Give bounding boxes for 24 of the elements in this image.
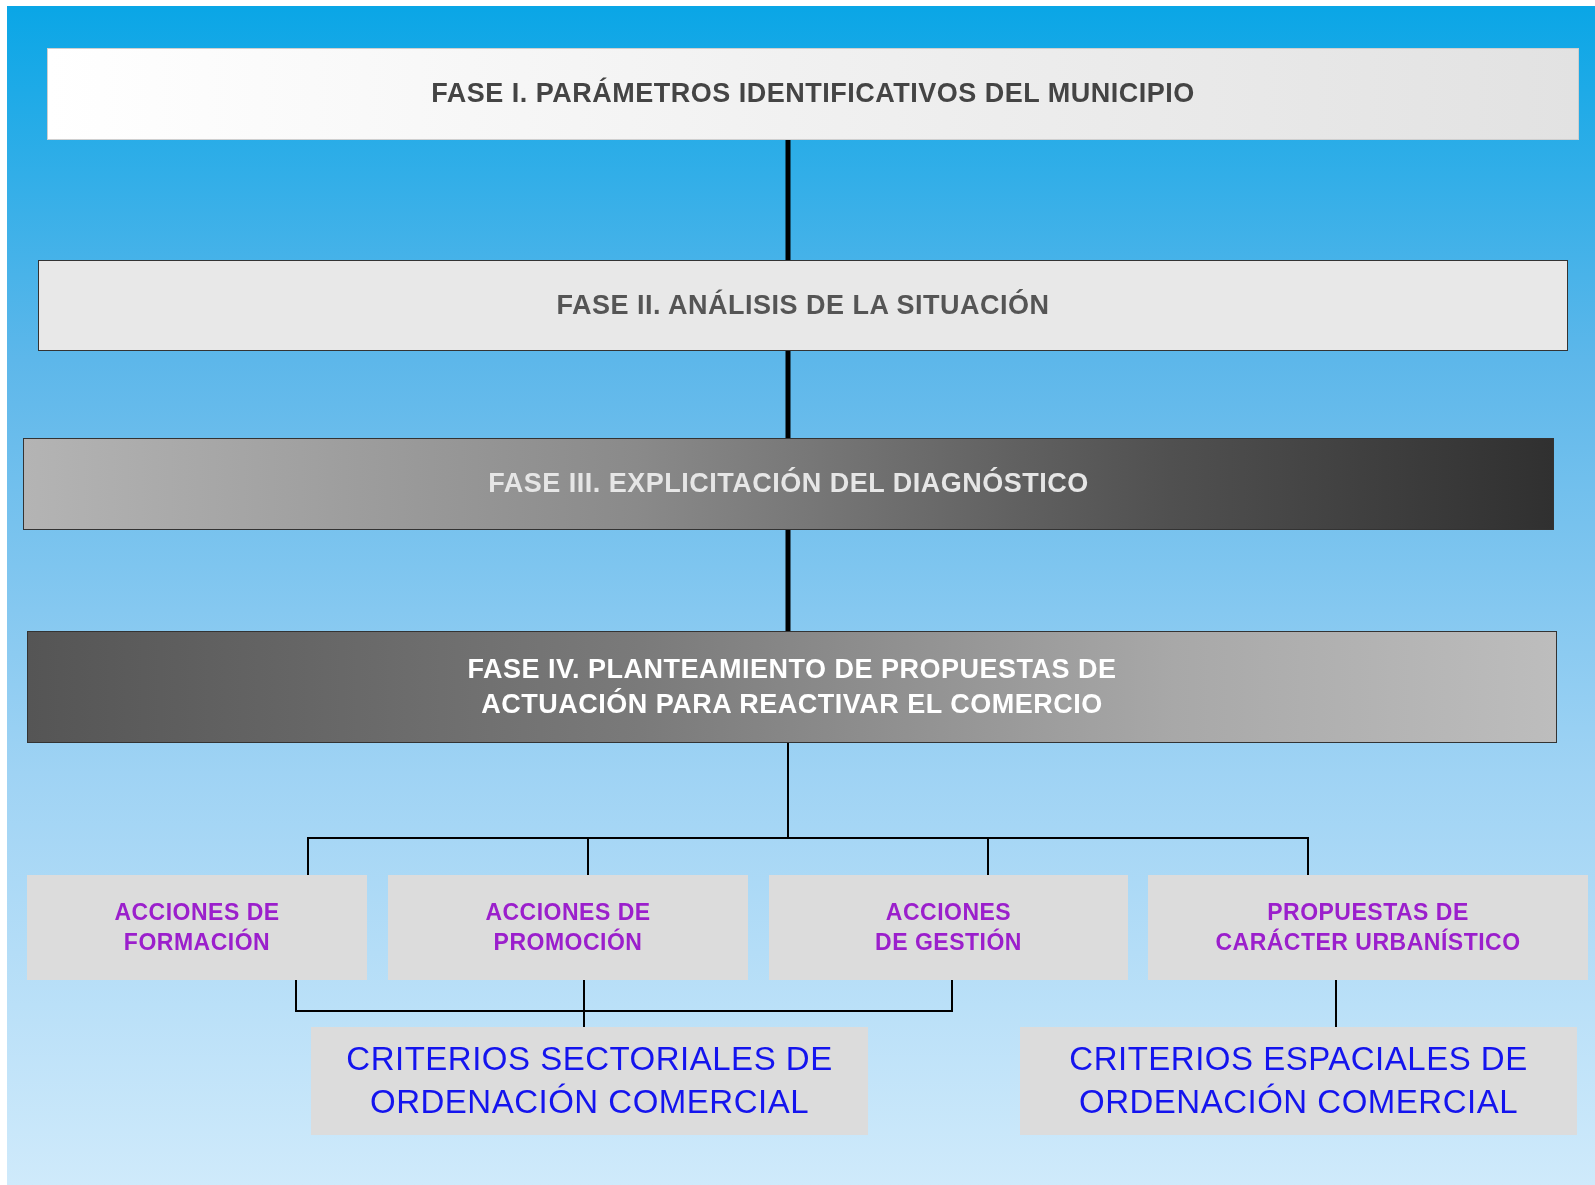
connector-line — [785, 530, 791, 631]
box-label: FASE I. PARÁMETROS IDENTIFICATIVOS DEL MUNICIPIO — [431, 76, 1195, 111]
connector-line — [785, 140, 791, 260]
category-box — [388, 875, 748, 980]
box-label: ACCIONES DE GESTIÓN — [874, 897, 1023, 957]
phase-box — [23, 438, 1554, 530]
category-box — [1148, 875, 1588, 980]
category-box — [27, 875, 367, 980]
category-box — [1020, 1027, 1577, 1135]
box-label: ACCIONES DE FORMACIÓN — [113, 897, 281, 957]
box-label: ACCIONES DE PROMOCIÓN — [484, 897, 652, 957]
box-label: FASE III. EXPLICITACIÓN DEL DIAGNÓSTICO — [488, 466, 1089, 501]
phase-box — [47, 48, 1579, 140]
box-label: FASE IV. PLANTEAMIENTO DE PROPUESTAS DE ACTUACIÓN PARA REACTIVAR EL COMERCIO — [466, 652, 1118, 721]
category-box — [311, 1027, 868, 1135]
box-label: CRITERIOS SECTORIALES DE ORDENACIÓN COMERCIAL — [345, 1039, 834, 1122]
connector-line — [785, 351, 791, 438]
phase-box — [38, 260, 1568, 351]
box-label: FASE II. ANÁLISIS DE LA SITUACIÓN — [556, 288, 1050, 322]
box-label: PROPUESTAS DE CARÁCTER URBANÍSTICO — [1214, 897, 1522, 957]
phase-box — [27, 631, 1557, 743]
box-label: CRITERIOS ESPACIALES DE ORDENACIÓN COMERCIAL — [1068, 1039, 1529, 1122]
connector-line — [1335, 979, 1337, 1028]
category-box — [769, 875, 1128, 980]
